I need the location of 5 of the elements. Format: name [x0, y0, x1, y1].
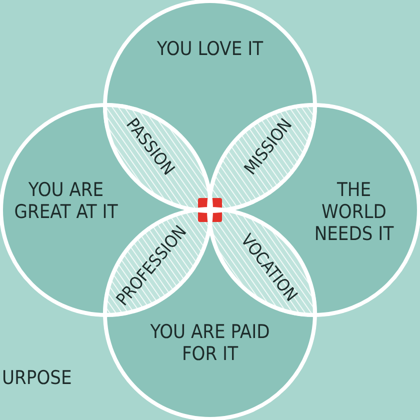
circle-label: YOU ARE PAID FOR IT — [150, 322, 270, 366]
footer-text: URPOSE — [2, 367, 72, 389]
circle-label: YOU ARE GREAT AT IT — [13, 180, 119, 224]
circle-label: THE WORLD NEEDS IT — [313, 180, 395, 246]
circle-label: YOU LOVE IT — [156, 39, 264, 61]
